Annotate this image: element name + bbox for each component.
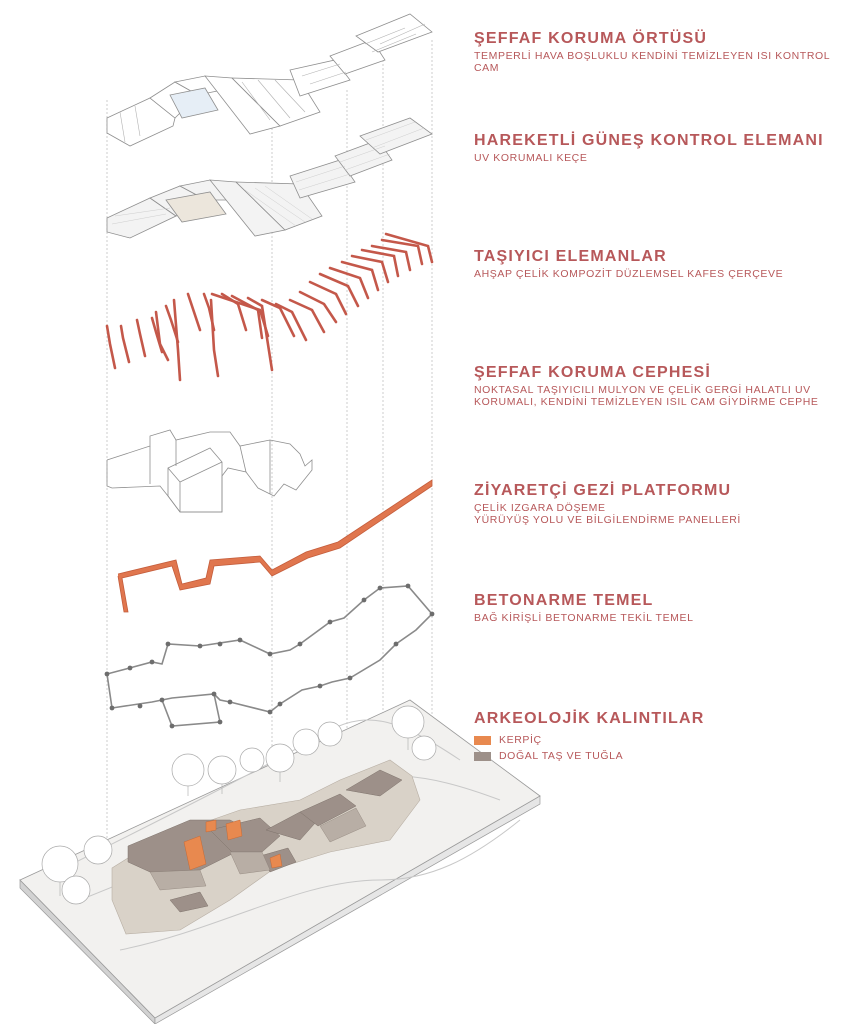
layer-label-roof-cover: ŞEFFAF KORUMA ÖRTÜSÜ TEMPERLİ HAVA BOŞLU… bbox=[474, 30, 844, 74]
foundation-layer bbox=[104, 583, 435, 729]
layer-subtitle: NOKTASAL TAŞIYICILI MULYON VE ÇELİK GERG… bbox=[474, 384, 819, 408]
layer-subtitle: BAĞ KİRİŞLİ BETONARME TEKİL TEMEL bbox=[474, 612, 694, 624]
layer-label-glass-facade: ŞEFFAF KORUMA CEPHESİ NOKTASAL TAŞIYICIL… bbox=[474, 364, 844, 408]
site-base-layer bbox=[19, 699, 541, 1024]
layer-subtitle-2: YÜRÜYÜŞ YOLU VE BİLGİLENDİRME PANELLERİ bbox=[474, 514, 741, 526]
layer-title: HAREKETLİ GÜNEŞ KONTROL ELEMANI bbox=[474, 132, 824, 149]
legend-swatch bbox=[474, 751, 491, 761]
legend-item-stone-brick: DOĞAL TAŞ VE TUĞLA bbox=[474, 750, 844, 762]
layer-label-structural: TAŞIYICI ELEMANLAR AHŞAP ÇELİK KOMPOZİT … bbox=[474, 248, 844, 280]
legend: KERPİÇ DOĞAL TAŞ VE TUĞLA bbox=[474, 734, 844, 762]
layer-subtitle: TEMPERLİ HAVA BOŞLUKLU KENDİNİ TEMİZLEYE… bbox=[474, 50, 830, 74]
layer-subtitle: ÇELİK IZGARA DÖŞEME bbox=[474, 502, 606, 514]
layer-title: ARKEOLOJİK KALINTILAR bbox=[474, 710, 705, 727]
legend-label: KERPİÇ bbox=[499, 734, 542, 746]
glass-facade-layer bbox=[106, 429, 313, 513]
layer-title: ZİYARETÇİ GEZİ PLATFORMU bbox=[474, 482, 732, 499]
layer-title: ŞEFFAF KORUMA ÖRTÜSÜ bbox=[474, 30, 708, 47]
layer-label-archaeological: ARKEOLOJİK KALINTILAR KERPİÇ DOĞAL TAŞ V… bbox=[474, 710, 844, 762]
legend-item-mudbrick: KERPİÇ bbox=[474, 734, 844, 746]
layer-subtitle: AHŞAP ÇELİK KOMPOZİT DÜZLEMSEL KAFES ÇER… bbox=[474, 268, 784, 280]
layer-title: BETONARME TEMEL bbox=[474, 592, 654, 609]
roof-cover-layer bbox=[106, 13, 433, 147]
layer-title: ŞEFFAF KORUMA CEPHESİ bbox=[474, 364, 712, 381]
layer-title: TAŞIYICI ELEMANLAR bbox=[474, 248, 667, 265]
legend-swatch bbox=[474, 735, 491, 745]
sun-control-layer bbox=[106, 117, 433, 239]
layer-label-foundation: BETONARME TEMEL BAĞ KİRİŞLİ BETONARME TE… bbox=[474, 592, 844, 624]
walkway-platform-layer bbox=[117, 479, 433, 613]
layer-subtitle: UV KORUMALI KEÇE bbox=[474, 152, 588, 164]
layer-label-walkway: ZİYARETÇİ GEZİ PLATFORMU ÇELİK IZGARA DÖ… bbox=[474, 482, 844, 526]
legend-label: DOĞAL TAŞ VE TUĞLA bbox=[499, 750, 624, 762]
layer-label-sun-control: HAREKETLİ GÜNEŞ KONTROL ELEMANI UV KORUM… bbox=[474, 132, 844, 164]
structural-frames-layer bbox=[105, 232, 434, 382]
